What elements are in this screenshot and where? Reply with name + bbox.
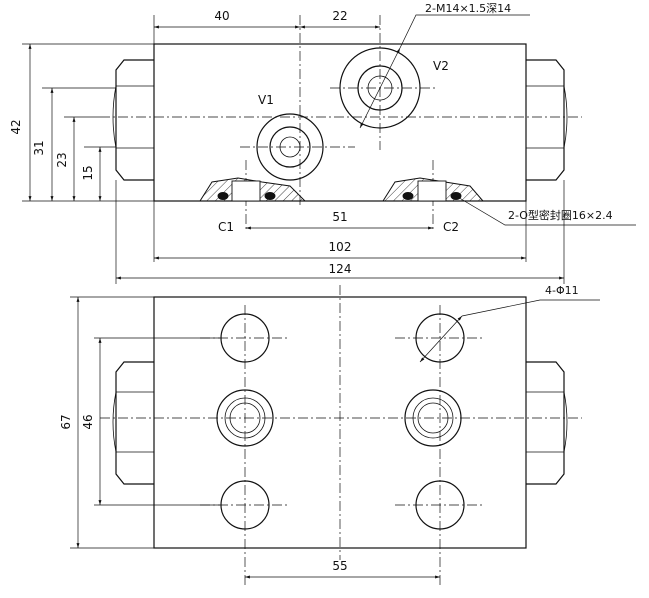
port-v1-label: V1 (258, 93, 274, 107)
c1-oring-right (264, 192, 276, 200)
mount-hole-top-right (415, 313, 465, 363)
port-c2-section (382, 177, 485, 202)
dim-55-label: 55 (332, 559, 347, 573)
dim-124-label: 124 (329, 262, 352, 276)
holes-callout: 4-Φ11 (545, 284, 579, 297)
top-right-plug (526, 361, 568, 485)
front-view (22, 14, 636, 284)
dim-40-label: 40 (214, 9, 229, 23)
mount-hole-bottom-left (220, 480, 270, 530)
mount-hole-bottom-right (415, 480, 465, 530)
port-c1-label: C1 (218, 220, 234, 234)
dim-51-label: 51 (332, 210, 347, 224)
top-port-c2 (404, 389, 462, 447)
oring-callout: 2-O型密封圈16×2.4 (508, 208, 613, 222)
front-right-plug (526, 59, 568, 181)
port-c2-label: C2 (443, 220, 459, 234)
dim-22-label: 22 (332, 9, 347, 23)
port-c1-section (199, 177, 307, 202)
mount-hole-top-left (220, 313, 270, 363)
thread-callout: 2-M14×1.5深14 (425, 2, 511, 15)
c2-oring-left (402, 192, 414, 200)
dim-23-label: 23 (55, 152, 69, 167)
dim-31-label: 31 (32, 140, 46, 155)
top-view (70, 285, 600, 585)
top-left-plug (112, 361, 154, 485)
front-body-outline (153, 43, 527, 202)
dim-15-label: 15 (81, 165, 95, 180)
c1-oring-left (217, 192, 229, 200)
top-body-outline (153, 296, 527, 549)
front-left-plug (112, 59, 154, 181)
dim-102-label: 102 (329, 240, 352, 254)
dim-42-label: 42 (9, 119, 23, 134)
dim-67-label: 67 (59, 414, 73, 429)
top-port-c1 (216, 389, 274, 447)
dim-46-label: 46 (81, 414, 95, 429)
port-v1 (256, 113, 324, 181)
port-v2-label: V2 (433, 59, 449, 73)
